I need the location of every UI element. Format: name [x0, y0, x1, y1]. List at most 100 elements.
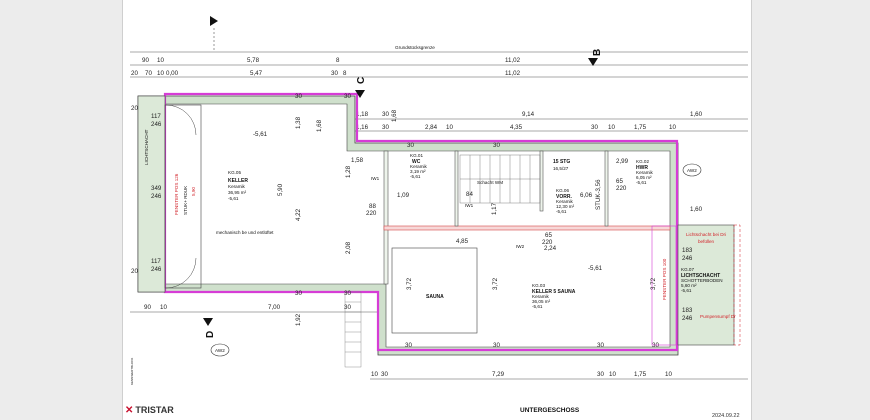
- cl-9: 30: [407, 142, 414, 149]
- lichtschacht-note-1: Lichtschacht bei Dri: [686, 232, 726, 237]
- section-arrow-d: [203, 318, 213, 326]
- dim-r4-3: 2,84: [425, 124, 438, 131]
- fenster-left-sub: STUK+ RDUK: [183, 185, 188, 215]
- section-arrow-top: [210, 16, 218, 26]
- b2-6: 1,75: [634, 371, 647, 378]
- dim-top-12: 8: [343, 70, 347, 77]
- hwr-level: -5,61: [636, 180, 647, 185]
- c-7: 88: [369, 203, 376, 210]
- room-keller-sauna: KG.03 KELLER 5 SAUNA Keramik 36,05 m² -5…: [532, 265, 603, 309]
- sauna-cabin: [391, 247, 478, 334]
- side-note: KENNWERTBLOCK: [130, 358, 134, 385]
- logo-text: TRISTAR: [135, 405, 174, 415]
- sr-2: 183: [682, 247, 693, 254]
- cl-2: 30: [344, 93, 351, 100]
- keller-left-code: KG.05: [228, 170, 241, 175]
- cl-3: 30: [295, 290, 302, 297]
- aw2-tag-2: AW2: [687, 168, 697, 173]
- lv-2: 246: [151, 121, 162, 128]
- b1-3: 7,00: [268, 304, 281, 311]
- lv-3: 349: [151, 185, 162, 192]
- vorr-code: KG.06: [556, 188, 569, 193]
- dim-r4-5: 4,35: [510, 124, 523, 131]
- b2-7: 10: [665, 371, 672, 378]
- logo: ✕TRISTAR: [125, 405, 174, 416]
- stuk-label: STUK-3,56: [595, 179, 602, 210]
- keller-sauna-top-level: -5,61: [588, 265, 603, 272]
- lv-6: 246: [151, 266, 162, 273]
- lsr-name: LICHTSCHACHT: [681, 273, 720, 279]
- dim-top-7: 70: [145, 70, 152, 77]
- lichtschacht-left-label: LICHTSCHACHT: [144, 129, 149, 165]
- mv-3: 4,22: [295, 208, 302, 221]
- section-b-label: B: [592, 49, 603, 56]
- c-15: 2,24: [544, 245, 557, 252]
- mv-4: 1,68: [316, 119, 323, 132]
- sheet-date: 2024.09.22: [712, 413, 740, 419]
- keller-left-level: -5,61: [228, 196, 239, 201]
- cl-4: 30: [344, 290, 351, 297]
- wc-level: -5,61: [410, 174, 421, 179]
- schacht-note: Schacht WM: [477, 180, 503, 185]
- wc-area: 3,19 m²: [410, 169, 426, 174]
- vorr-level: -5,61: [556, 209, 567, 214]
- keller-left-area: 36,95 m²: [228, 190, 247, 195]
- cl-8: 30: [652, 342, 659, 349]
- lichtschacht-right: [677, 224, 735, 346]
- sr-1: 1,60: [690, 206, 703, 213]
- stairs-count: 15 STG: [553, 159, 570, 165]
- dim-top-9: 0,00: [166, 70, 179, 77]
- c-14: 220: [616, 185, 627, 192]
- c-4: 2,99: [616, 158, 629, 165]
- cl-6: 30: [493, 342, 500, 349]
- mv-1: 1,38: [295, 116, 302, 129]
- keller-sauna-area: 36,05 m²: [532, 299, 551, 304]
- room-lichtschacht-right: KG.07 LICHTSCHACHT SCHOTTERBODEN 5,60 m²…: [681, 267, 723, 293]
- keller-left-top-level: -5,61: [253, 131, 268, 138]
- hwr-code: KG.02: [636, 159, 649, 164]
- cl-1: 30: [295, 93, 302, 100]
- mv-8: 3,72: [492, 277, 499, 290]
- keller-sauna-name: KELLER 5 SAUNA: [532, 289, 576, 295]
- b1-1: 90: [144, 304, 151, 311]
- window-right: [651, 225, 677, 346]
- c-13: 65: [616, 178, 623, 185]
- dim-r4-7: 10: [608, 124, 615, 131]
- lichtschacht-left: [137, 95, 166, 293]
- room-vorr: KG.06 VORR. Keramik 12,30 m² -5,61: [556, 188, 575, 214]
- property-line-label: Grundstücksgrenze: [395, 45, 435, 50]
- dim-r4-1: 1,16: [356, 124, 369, 131]
- c-3: 1,17: [491, 202, 498, 215]
- keller-sauna-level: -5,61: [532, 304, 543, 309]
- keller-left-material: Keramik: [228, 184, 246, 189]
- dim-top-11: 30: [331, 70, 338, 77]
- lv-7: 20: [131, 268, 138, 275]
- hwr-material: Keramik: [636, 170, 654, 175]
- sr-6: 3,72: [650, 277, 657, 290]
- fenster-right-label: FENSTER POS 100: [662, 258, 667, 300]
- keller-left-name: KELLER: [228, 178, 248, 184]
- dim-top-13: 11,02: [505, 70, 521, 77]
- lv-5: 117: [151, 258, 161, 265]
- insulation-line: [163, 92, 679, 352]
- section-arrow-b: [588, 58, 598, 66]
- sr-4: 183: [682, 307, 693, 314]
- b2-5: 10: [609, 371, 616, 378]
- vorr-name: VORR.: [556, 194, 572, 200]
- dim-r3-2: 30: [382, 111, 389, 118]
- aw2-tags: AW2 AW2: [210, 163, 702, 357]
- wall-tag-iw1-a: IW1: [465, 203, 474, 208]
- lv-4: 246: [151, 193, 162, 200]
- dim-r4-8: 1,75: [634, 124, 647, 131]
- room-wc: KG.01 WC Keramik 3,19 m² -5,61: [410, 153, 428, 179]
- dim-top-10: 5,47: [250, 70, 263, 77]
- b2-3: 7,29: [492, 371, 505, 378]
- b2-1: 10: [371, 371, 378, 378]
- keller-sauna-material: Keramik: [532, 294, 550, 299]
- lsr-level: -5,61: [681, 288, 692, 293]
- window-left: [164, 104, 202, 289]
- sheet-title: UNTERGESCHOSS: [520, 407, 580, 414]
- dim-top-3: 5,78: [247, 57, 260, 64]
- dim-r4-4: 10: [446, 124, 453, 131]
- aw2-tag-1: AW2: [215, 348, 225, 353]
